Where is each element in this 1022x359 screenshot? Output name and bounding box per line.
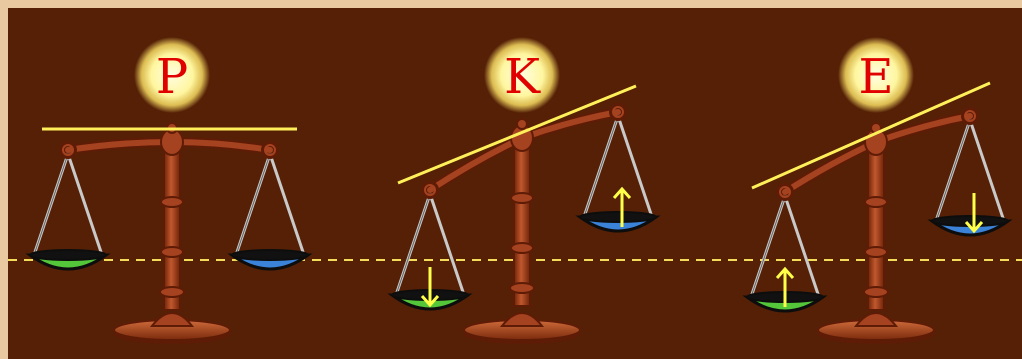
scale-label-e: E	[858, 49, 893, 105]
pan-rim	[580, 212, 656, 222]
pan-rim	[30, 250, 106, 260]
column-ring	[160, 287, 184, 297]
scale-label-p: P	[156, 49, 188, 105]
column-ring	[161, 247, 183, 257]
column-ring	[511, 193, 533, 203]
column-ring	[511, 243, 533, 253]
scale-label-k: K	[504, 49, 541, 105]
column-ring	[865, 197, 887, 207]
pan-rim	[232, 250, 308, 260]
column-ring	[864, 287, 888, 297]
column-ring	[865, 247, 887, 257]
column-ring	[510, 283, 534, 293]
column-ring	[161, 197, 183, 207]
scale-finial	[517, 119, 527, 129]
